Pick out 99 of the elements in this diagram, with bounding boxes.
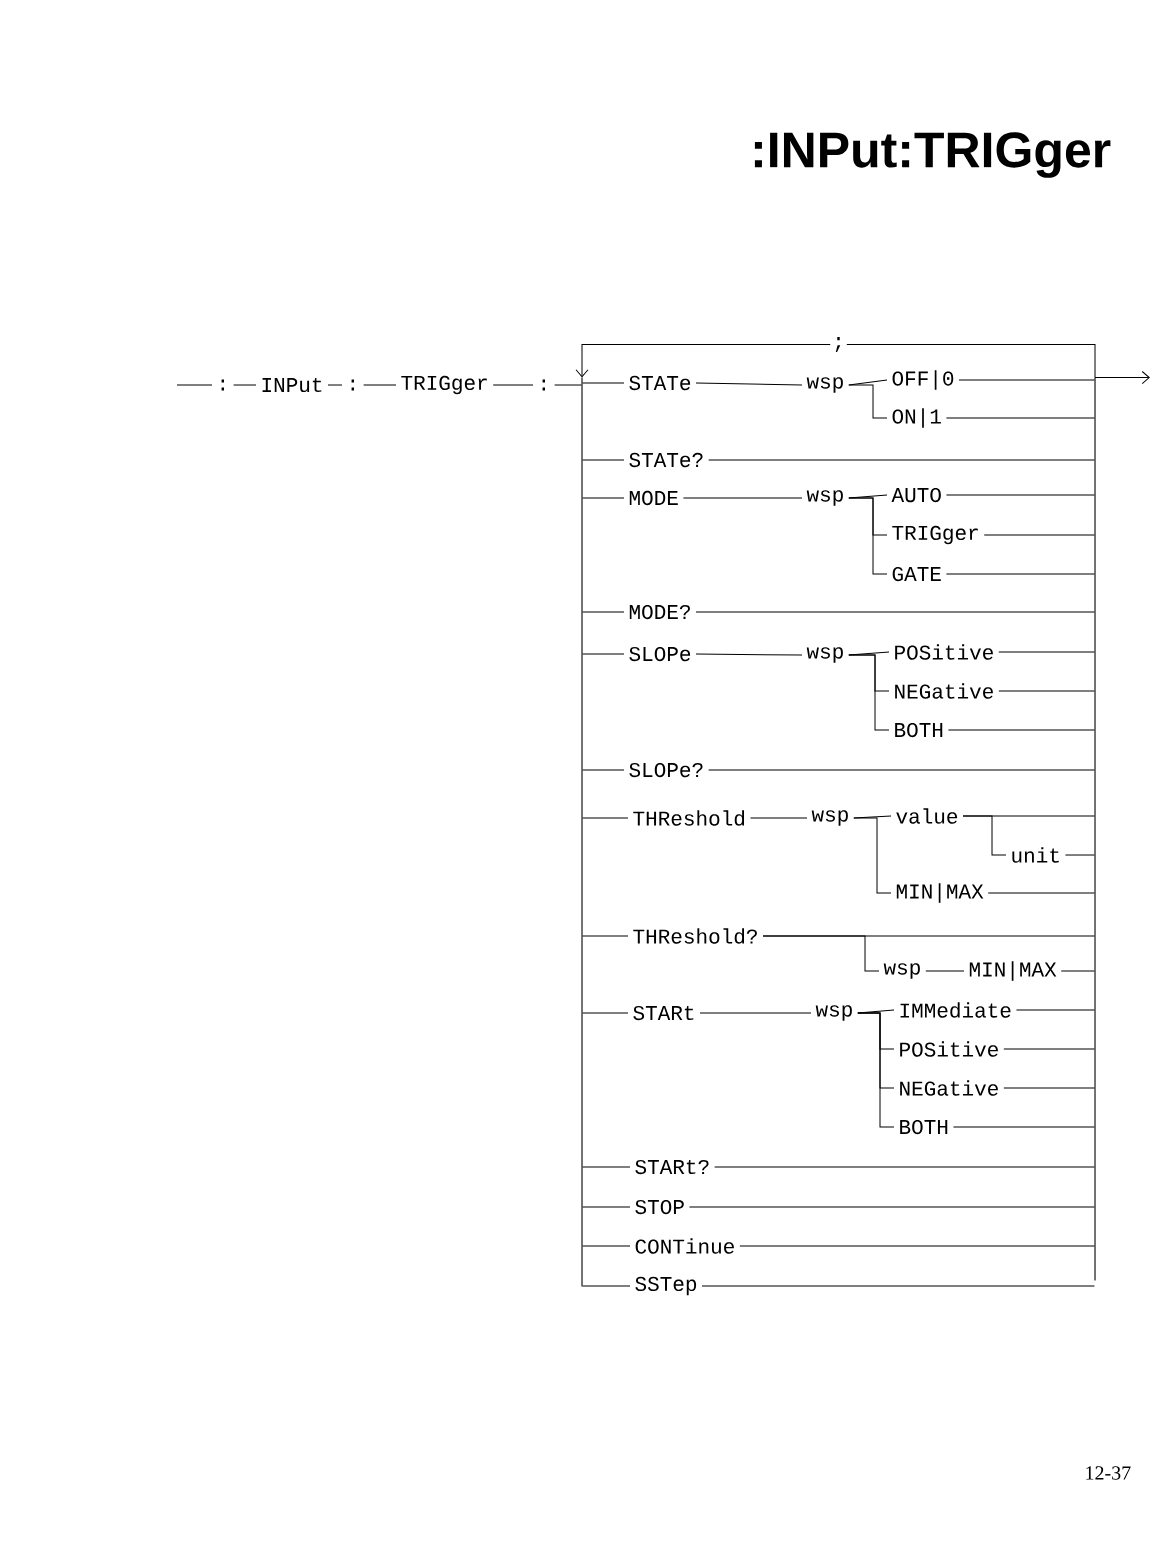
keyword: BOTH [900, 1119, 948, 1135]
connector-line [233, 384, 257, 386]
connector-line [1003, 1048, 1095, 1050]
connector-line [363, 384, 397, 386]
keyword: MODE? [629, 604, 690, 620]
connector-line [1015, 1009, 1095, 1011]
keyword: POSitive [900, 1041, 998, 1057]
keyword: INPut [262, 377, 322, 393]
connector-line [582, 1245, 631, 1247]
connector-line [962, 815, 1095, 817]
keyword: : [542, 379, 545, 391]
connector-line [554, 384, 582, 386]
keyword: MIN|MAX [969, 961, 1057, 981]
keyword: NEGative [900, 1080, 998, 1096]
connector-line [582, 382, 625, 384]
connector-line [848, 384, 888, 419]
connector-line [925, 970, 965, 972]
keyword: BOTH [895, 722, 943, 738]
keyword: wsp [806, 490, 843, 506]
connector-line [945, 494, 1095, 496]
connector-line [749, 817, 808, 819]
keyword: MODE [629, 490, 678, 506]
page-number: 12-37 [1086, 1466, 1131, 1480]
connector-line [582, 459, 625, 461]
connector-line [582, 611, 625, 613]
connector-line [695, 653, 803, 656]
keyword: ON|1 [892, 408, 941, 428]
connector-line [958, 379, 1095, 381]
connector-line [947, 729, 1095, 731]
connector-line [1064, 854, 1095, 856]
keyword: OFF|0 [892, 370, 954, 390]
connector-line [582, 497, 625, 499]
keyword: STATe? [629, 452, 703, 468]
connector-line [945, 417, 1095, 419]
connector-line [1003, 1087, 1095, 1089]
connector-line [1094, 371, 1150, 384]
connector-line [492, 384, 534, 386]
connector-line [582, 1166, 631, 1168]
connector-line [695, 611, 1095, 613]
connector-line [701, 1285, 1095, 1287]
keyword: STARt? [635, 1159, 709, 1175]
keyword: : [351, 379, 354, 391]
connector-line [714, 1166, 1095, 1168]
keyword: TRIGger [401, 375, 487, 395]
connector-line [708, 459, 1095, 461]
keyword: unit [1012, 847, 1059, 863]
keyword: wsp [806, 647, 843, 663]
keyword: STOP [635, 1199, 684, 1215]
connector-line [848, 654, 890, 731]
connector-line [1060, 970, 1095, 972]
keyword: wsp [806, 377, 843, 393]
keyword: SLOPe [629, 646, 691, 662]
connector-line [575, 344, 1096, 378]
keyword: CONTinue [635, 1238, 734, 1254]
connector-line [699, 1012, 812, 1014]
keyword: wsp [883, 963, 920, 979]
connector-line [688, 1206, 1095, 1208]
title: :INPut:TRIGger [754, 132, 1111, 178]
keyword: POSitive [895, 644, 993, 660]
connector-line [695, 382, 803, 386]
connector-line [762, 935, 1095, 937]
edge-label: ; [830, 335, 847, 354]
keyword: THReshold? [633, 928, 757, 944]
connector-line [857, 1012, 895, 1128]
keyword: SLOPe? [629, 762, 703, 778]
keyword: THReshold [633, 810, 745, 826]
keyword: STARt [633, 1005, 694, 1021]
connector-line [708, 769, 1095, 771]
connector-line [998, 690, 1095, 692]
keyword: TRIGger [892, 525, 978, 545]
keyword: GATE [892, 566, 941, 582]
connector-line [987, 892, 1095, 894]
keyword: NEGative [895, 683, 993, 699]
connector-line [582, 1285, 631, 1287]
connector-line [176, 384, 213, 386]
keyword: AUTO [891, 487, 941, 503]
keyword: MIN|MAX [896, 883, 984, 903]
keyword: IMMediate [900, 1002, 1011, 1018]
connector-line [848, 497, 888, 575]
keyword: wsp [811, 810, 848, 826]
connector-line [582, 769, 625, 771]
keyword: STATe [629, 375, 691, 391]
connector-line [945, 573, 1095, 575]
connector-line [327, 384, 343, 386]
connector-line [853, 817, 892, 894]
connector-line [582, 653, 625, 655]
connector-line [998, 651, 1095, 653]
connector-line [582, 817, 629, 819]
keyword: SSTep [635, 1276, 697, 1296]
connector-line [682, 497, 803, 499]
connector-line [582, 935, 629, 937]
keyword: wsp [815, 1005, 852, 1021]
connector-line [739, 1245, 1095, 1247]
keyword: value [896, 808, 958, 824]
keyword: : [221, 379, 224, 391]
connector-line [582, 1012, 629, 1014]
connector-line [582, 1206, 631, 1208]
connector-line [983, 534, 1095, 536]
connector-line [952, 1126, 1095, 1128]
